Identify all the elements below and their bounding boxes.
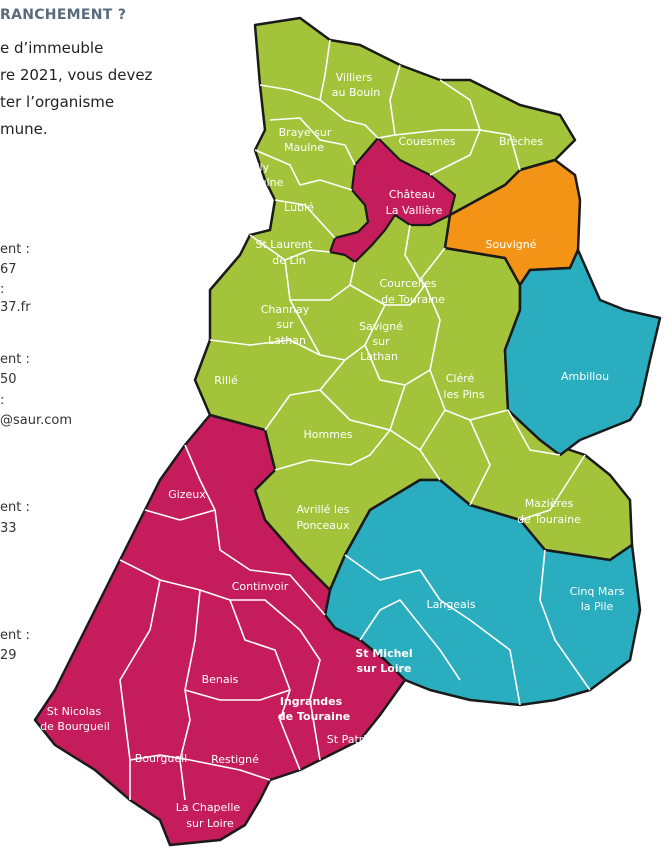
label-courcelles-1: Courcelles bbox=[379, 277, 436, 290]
label-savigne-3: Lathan bbox=[360, 350, 398, 363]
label-mazieres-2: de Touraine bbox=[517, 513, 581, 526]
label-mazieres-1: Mazières bbox=[525, 497, 574, 510]
contact-email-label: : bbox=[0, 393, 5, 408]
label-cinqmars-1: Cinq Mars bbox=[570, 585, 625, 598]
label-cinqmars-2: la Pile bbox=[581, 600, 614, 613]
label-savigne-1: Savigné bbox=[359, 320, 403, 333]
contact-phone: 50 bbox=[0, 372, 17, 387]
label-stnicolas-1: St Nicolas bbox=[47, 705, 102, 718]
intro-line: ter l’organisme bbox=[0, 93, 115, 111]
label-braye-2: Maulne bbox=[284, 141, 324, 154]
label-lachapelle-2: sur Loire bbox=[186, 817, 234, 830]
commune-borders bbox=[119, 39, 591, 801]
label-restigne: Restigné bbox=[211, 753, 259, 766]
label-rille: Rillé bbox=[214, 374, 238, 387]
section-heading: RANCHEMENT ? bbox=[0, 7, 127, 23]
label-ingrandes-1: Ingrandes bbox=[280, 695, 343, 708]
label-villiers-2: au Bouin bbox=[332, 86, 381, 99]
label-stmichel-1: St Michel bbox=[355, 647, 412, 660]
label-continvoir: Continvoir bbox=[232, 580, 289, 593]
label-souvigne: Souvigné bbox=[486, 238, 537, 251]
zone-teal-east bbox=[503, 248, 662, 457]
label-breches: Brèches bbox=[499, 135, 543, 148]
label-courcelles-2: de Touraine bbox=[381, 293, 445, 306]
label-savigne-2: sur bbox=[372, 335, 390, 348]
label-channay-2: sur bbox=[276, 318, 294, 331]
label-marcilly-2: sur Maulne bbox=[223, 176, 284, 189]
contact-email[interactable]: 37.fr bbox=[0, 300, 31, 315]
contact-label: ent : bbox=[0, 242, 30, 257]
label-langeais: Langeais bbox=[426, 598, 475, 611]
commune-labels: Villiers au Bouin Braye sur Maulne Marci… bbox=[40, 71, 624, 830]
label-couesmes: Couesmes bbox=[398, 135, 455, 148]
label-chateau-2: La Vallière bbox=[386, 204, 443, 217]
contact-label: ent : bbox=[0, 352, 30, 367]
label-stlaurent-2: de Lin bbox=[272, 254, 305, 267]
label-bourgueil: Bourgueil bbox=[135, 752, 187, 765]
contact-phone: 67 bbox=[0, 262, 17, 277]
label-channay-3: Lathan bbox=[268, 334, 306, 347]
intro-line: e d’immeuble bbox=[0, 39, 104, 57]
label-benais: Benais bbox=[202, 673, 239, 686]
contact-email[interactable]: @saur.com bbox=[0, 413, 73, 428]
label-luble: Lublé bbox=[284, 201, 314, 214]
label-braye-1: Braye sur bbox=[279, 126, 332, 139]
contact-email-label: : bbox=[0, 282, 5, 297]
label-clere-2: les Pins bbox=[443, 388, 484, 401]
label-ingrandes-2: de Touraine bbox=[278, 710, 351, 723]
label-stmichel-2: sur Loire bbox=[357, 662, 412, 675]
contact-label: ent : bbox=[0, 500, 30, 515]
label-villiers-1: Villiers bbox=[336, 71, 373, 84]
label-chateau-1: Château bbox=[389, 188, 435, 201]
label-stpatrice: St Patrice bbox=[327, 733, 380, 746]
intro-line: mune. bbox=[0, 120, 48, 138]
label-clere-1: Cléré bbox=[446, 372, 475, 385]
label-ambillou: Ambillou bbox=[561, 370, 609, 383]
label-lachapelle-1: La Chapelle bbox=[176, 801, 241, 814]
label-avrille-2: Ponceaux bbox=[297, 519, 350, 532]
label-stlaurent-1: St Laurent bbox=[256, 238, 314, 251]
label-stnicolas-2: de Bourgueil bbox=[40, 720, 110, 733]
intro-line: re 2021, vous devez bbox=[0, 66, 153, 84]
intro-text-panel: RANCHEMENT ? e d’immeuble re 2021, vous … bbox=[0, 0, 260, 855]
contact-phone: 29 bbox=[0, 648, 17, 663]
label-avrille-1: Avrillé les bbox=[297, 503, 350, 516]
label-marcilly-1: Marcilly bbox=[227, 161, 270, 174]
label-gizeux: Gizeux bbox=[168, 488, 206, 501]
contact-label: ent : bbox=[0, 628, 30, 643]
contact-phone: 33 bbox=[0, 521, 17, 536]
zone-crimson-north bbox=[328, 136, 457, 264]
label-hommes: Hommes bbox=[304, 428, 353, 441]
label-channay-1: Channay bbox=[261, 303, 310, 316]
